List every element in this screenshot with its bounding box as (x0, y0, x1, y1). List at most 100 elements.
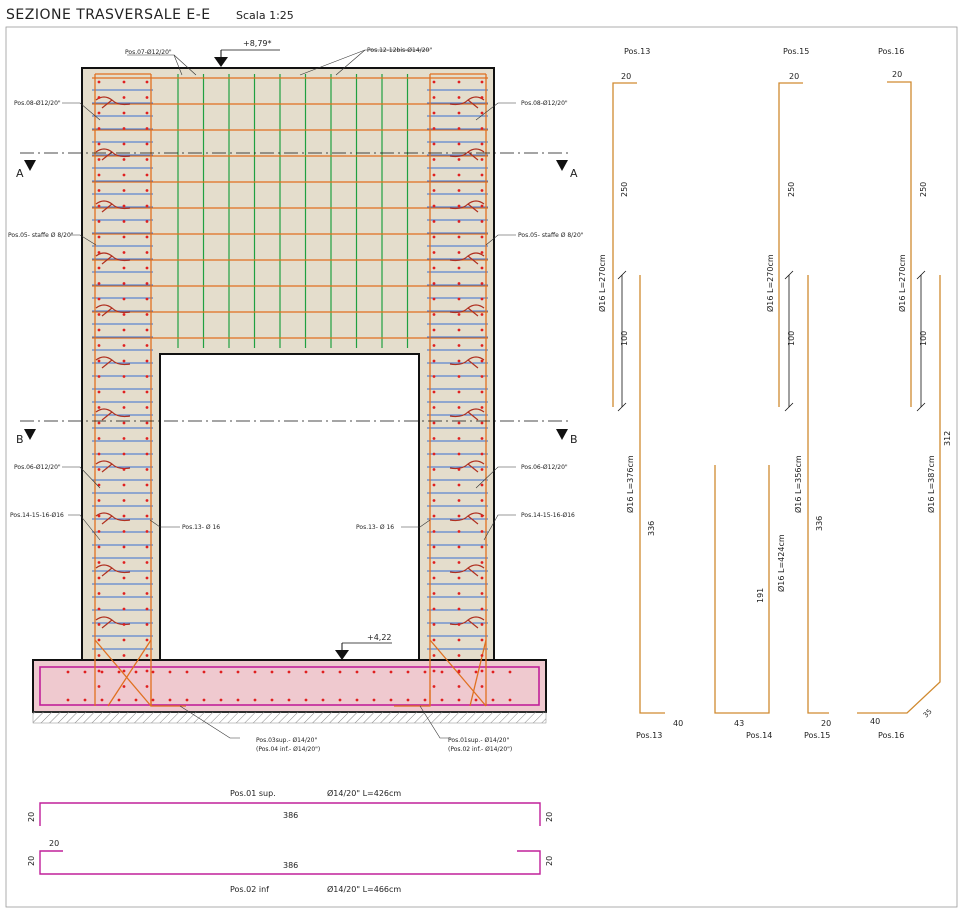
bar-callouts: Pos.07-Ø12/20" Pos.12-12bis-Ø14/20" Pos.… (8, 47, 584, 753)
rebar-dot (480, 142, 484, 146)
rebar-dot (145, 421, 149, 425)
rebar-dot (145, 468, 149, 471)
rebar-dot (122, 96, 126, 99)
rebar-dot (122, 390, 126, 394)
rebar-dot (480, 297, 484, 301)
rebar-dot (457, 189, 461, 192)
rebar-dot (145, 530, 149, 533)
rebar-dot (457, 204, 461, 208)
label-pos12: Pos.12-12bis-Ø14/20" (367, 47, 432, 54)
rebar-dot (491, 670, 495, 674)
rebar-dot (122, 235, 126, 239)
rebar-dot (457, 251, 461, 254)
rebar-dot (432, 266, 436, 270)
rebar-dot (389, 698, 393, 702)
rebar-dot (457, 561, 461, 564)
rebar-dot (432, 251, 436, 254)
rebar-dot (122, 452, 126, 456)
bar-pos13: Pos.13 20 250 Ø16 L=270cm 100 Ø16 L=376c… (597, 47, 683, 740)
rebar-dot (145, 406, 149, 409)
rebar-dot (480, 685, 484, 688)
rebar-dot (432, 313, 436, 316)
hook-right (449, 460, 485, 473)
hook-left (95, 252, 131, 265)
bar-pos14: Ø16 L=424cm 191 43 Pos.14 (714, 465, 786, 740)
stirrups (92, 89, 488, 650)
rebar-dot (66, 698, 70, 702)
rebar-dot (97, 499, 101, 502)
label-pos08-right: Pos.08-Ø12/20" (521, 100, 568, 107)
rebar-dot (389, 670, 393, 674)
rebar-dot (432, 468, 436, 471)
rebar-dot (440, 670, 444, 674)
rebar-dot (457, 142, 461, 146)
rebar-dot (432, 235, 436, 239)
cut-line-a: A A (16, 152, 578, 180)
bar-schedule: Pos.13 20 250 Ø16 L=270cm 100 Ø16 L=376c… (597, 47, 952, 740)
rebar-dot (122, 654, 126, 657)
rebar-dot (480, 561, 484, 564)
rebar-dot (97, 421, 101, 425)
pos13-spec2: Ø16 L=376cm (625, 455, 635, 513)
rebar-dot (480, 220, 484, 223)
slab-bottom-hook: 20 (49, 839, 59, 848)
rebar-dot (457, 698, 461, 702)
rebar-dot (145, 344, 149, 347)
rebar-dot (134, 698, 138, 702)
hook-left (95, 408, 131, 421)
rebar-dot (432, 607, 436, 611)
rebar-dot (480, 530, 484, 533)
rebar-dot (432, 189, 436, 192)
rebar-dot (97, 530, 101, 533)
rebar-dot (457, 437, 461, 440)
rebar-dot (457, 499, 461, 502)
rebar-dot (97, 297, 101, 301)
pos16-top-dim: 20 (892, 70, 902, 79)
rebar-dot (432, 158, 436, 161)
pos14-spec: Ø16 L=424cm (776, 534, 786, 592)
rebar-dot (83, 698, 87, 702)
rebar-dot (168, 698, 172, 702)
pos15-spec2: Ø16 L=356cm (793, 455, 803, 513)
rebar-dot (480, 390, 484, 394)
rebar-dot (432, 638, 436, 642)
bar-pos16: Pos.16 20 250 Ø16 L=270cm 100 Ø16 L=387c… (857, 47, 952, 740)
rebar-dot (457, 530, 461, 533)
rebar-dot (457, 111, 461, 115)
rebar-dot (122, 80, 126, 84)
rebar-dot (122, 297, 126, 301)
rebar-dot (97, 654, 101, 657)
rebar-dot (480, 158, 484, 161)
slab-bottom-leg-right: 20 (545, 856, 554, 866)
rebar-dot (151, 670, 155, 674)
cut-label-a-left: A (16, 167, 24, 180)
rebar-dot (145, 669, 149, 673)
rebar-dot (480, 545, 484, 549)
rebar-dot (185, 698, 189, 702)
rebar-dot (97, 592, 101, 595)
rebar-dot (480, 189, 484, 192)
rebar-dot (122, 344, 126, 347)
label-pos01-line2: (Pos.02 inf.- Ø14/20") (448, 746, 512, 753)
rebar-dot (122, 561, 126, 564)
rebar-dot (145, 452, 149, 456)
label-pos06-right: Pos.06-Ø12/20" (521, 464, 568, 471)
rebar-dot (122, 359, 126, 363)
rebar-dot (122, 483, 126, 487)
rebar-dot (122, 328, 126, 332)
rebar-dot (97, 685, 101, 688)
rebar-dot (122, 266, 126, 270)
rebar-dot (97, 96, 101, 99)
hook-left (95, 200, 131, 213)
rebar-dot (480, 328, 484, 332)
rebar-dot (122, 375, 126, 378)
drawing-frame (5, 26, 958, 908)
rebar-dot (457, 173, 461, 177)
label-pos07: Pos.07-Ø12/20" (125, 49, 172, 56)
rebar-dot (122, 685, 126, 688)
rebar-dot (457, 483, 461, 487)
rebar-dot (145, 204, 149, 208)
rebar-dot (145, 592, 149, 595)
pos15-label: Pos.15 (804, 731, 830, 740)
pos15-d3: 336 (815, 516, 824, 531)
